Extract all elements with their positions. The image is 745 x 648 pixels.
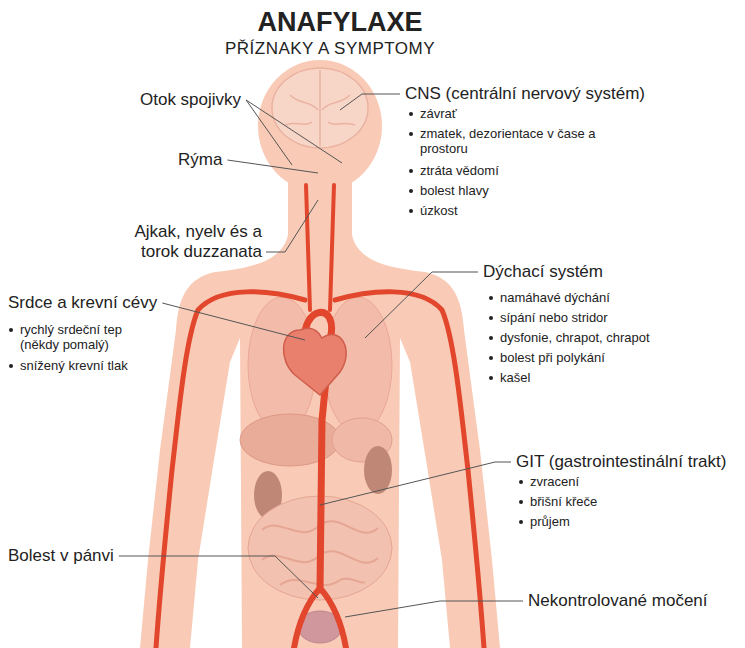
symptom-item: namáhavé dýchání: [500, 290, 610, 305]
symptom-item: břišní křeče: [530, 494, 597, 509]
symptom-item: ztráta vědomí: [420, 163, 499, 178]
bullet-dot: [519, 500, 523, 504]
leader-line: [345, 601, 523, 617]
symptom-item: bolest při polykání: [500, 350, 605, 365]
symptom-item: průjem: [530, 514, 570, 529]
leader-line: [162, 303, 305, 340]
body-part-label: CNS (centrální nervový systém): [405, 84, 645, 104]
bullet-dot: [489, 336, 493, 340]
body-part-label: Srdce a krevní cévy: [8, 293, 157, 313]
symptom-item: bolest hlavy: [420, 183, 489, 198]
body-part-label: Bolest v pánvi: [8, 546, 114, 566]
torso-arms: [140, 235, 500, 648]
iliac-arteries: [294, 588, 346, 648]
diagram-subtitle: PŘÍZNAKY A SYMPTOMY: [180, 39, 480, 59]
symptom-item: zmatek, dezorientace v čase a prostoru: [420, 126, 630, 156]
symptom-item: dysfonie, chrapot, chrapot: [500, 330, 650, 345]
carotid-arteries: [306, 185, 334, 310]
leader-line: [340, 94, 400, 110]
symptom-item: kašel: [500, 370, 530, 385]
leader-line: [119, 556, 318, 598]
brain-fold: [285, 70, 355, 146]
body-part-label: Nekontrolované močení: [528, 591, 708, 611]
body-part-label: Otok spojivky: [140, 90, 241, 110]
bullet-dot: [489, 296, 493, 300]
body-part-label: GIT (gastrointestinální trakt): [516, 452, 726, 472]
bullet-dot: [409, 132, 413, 136]
body-part-label: Rýma: [178, 150, 222, 170]
bullet-dot: [519, 480, 523, 484]
symptom-item: závrať: [420, 106, 457, 121]
bullet-dot: [409, 189, 413, 193]
diagram-title: ANAFYLAXE: [200, 6, 480, 38]
bullet-dot: [489, 356, 493, 360]
leader-line: [227, 160, 318, 173]
bullet-dot: [409, 112, 413, 116]
bullet-dot: [519, 520, 523, 524]
symptom-item: zvracení: [530, 474, 579, 489]
body-part-label: Dýchací systém: [483, 262, 603, 282]
bullet-dot: [9, 328, 13, 332]
leader-line: [246, 100, 292, 165]
right-kidney: [364, 446, 392, 494]
bullet-dot: [489, 376, 493, 380]
symptom-item: úzkost: [420, 203, 458, 218]
bullet-dot: [409, 169, 413, 173]
bullet-dot: [409, 209, 413, 213]
left-arm-artery: [156, 292, 305, 648]
heart-shape: [284, 328, 347, 395]
symptom-item: rychlý srdeční tep (někdy pomalý): [20, 322, 160, 352]
leader-line: [246, 100, 342, 163]
brain-shape: [272, 68, 368, 148]
heart: [284, 328, 347, 395]
symptom-item: snížený krevní tlak: [20, 358, 128, 373]
brain: [272, 68, 368, 148]
symptom-item: sípání nebo stridor: [500, 310, 608, 325]
bullet-dot: [489, 316, 493, 320]
bullet-dot: [9, 364, 13, 368]
body-part-label: Ajkak, nyelv és a torok duzzanata: [112, 222, 262, 262]
leader-line: [266, 200, 318, 252]
leader-line: [365, 272, 478, 338]
head: [258, 60, 382, 192]
leader-line: [320, 462, 511, 505]
